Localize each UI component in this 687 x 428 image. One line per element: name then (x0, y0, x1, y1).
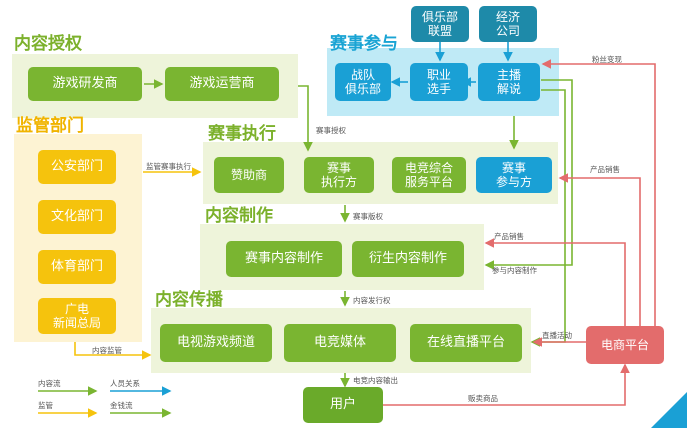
node-derivative-production[interactable]: 衍生内容制作 (352, 241, 464, 277)
node-ecommerce[interactable]: 电商平台 (586, 326, 664, 364)
node-sports[interactable]: 体育部门 (38, 250, 116, 284)
node-game-developer[interactable]: 游戏研发商 (28, 67, 142, 101)
node-game-operator[interactable]: 游戏运营商 (165, 67, 279, 101)
edge-sell-goods (383, 363, 630, 406)
section-title-content-auth: 内容授权 (14, 34, 82, 54)
section-title-participants: 赛事参与 (330, 34, 398, 54)
node-club-league[interactable]: 俱乐部 联盟 (411, 6, 469, 42)
legend-supervision: 监管 (38, 401, 53, 410)
node-esports-media[interactable]: 电竞媒体 (284, 324, 396, 362)
label-content-participate: 参与内容制作 (492, 266, 537, 275)
node-event-production[interactable]: 赛事内容制作 (226, 241, 342, 277)
node-sponsor[interactable]: 赞助商 (214, 157, 284, 193)
label-product-sales-2: 产品销售 (494, 232, 524, 241)
section-title-production: 内容制作 (205, 206, 273, 226)
node-user[interactable]: 用户 (303, 387, 383, 423)
edge-product-sales-1 (558, 173, 641, 330)
node-live-platform[interactable]: 在线直播平台 (410, 324, 522, 362)
legend-people: 人员关系 (110, 379, 140, 388)
legend-content-flow: 内容流 (38, 379, 61, 388)
node-brokerage[interactable]: 经济 公司 (479, 6, 537, 42)
node-police[interactable]: 公安部门 (38, 150, 116, 184)
label-product-sales-1: 产品销售 (590, 165, 620, 174)
node-tv-channel[interactable]: 电视游戏频道 (160, 324, 272, 362)
edge-event-auth (298, 85, 313, 152)
legend-money: 金钱流 (110, 401, 133, 410)
node-platform[interactable]: 电竞综合 服务平台 (392, 157, 466, 193)
section-title-execution: 赛事执行 (208, 124, 276, 144)
edge-fan-monetize (541, 59, 656, 330)
node-executor[interactable]: 赛事 执行方 (304, 157, 374, 193)
edge-content-supervise (74, 342, 152, 360)
label-sell-goods: 贩卖商品 (468, 394, 498, 403)
node-team-club[interactable]: 战队 俱乐部 (335, 63, 391, 101)
label-fan-monetize: 粉丝变现 (592, 55, 622, 64)
edge-anchor-live (530, 89, 566, 347)
node-pro-player[interactable]: 职业 选手 (410, 63, 468, 101)
node-anchor[interactable]: 主播 解说 (478, 63, 540, 101)
label-distribution-right: 内容发行权 (353, 296, 391, 305)
label-live-activity: 直播活动 (542, 331, 572, 340)
node-sarft[interactable]: 广电 新闻总局 (38, 298, 116, 334)
section-title-distribution: 内容传播 (155, 290, 223, 310)
label-supervise-exec: 监管赛事执行 (146, 162, 191, 171)
label-content-supervise: 内容监管 (92, 346, 122, 355)
label-output: 电竞内容输出 (353, 376, 398, 385)
edge-product-sales-2 (484, 238, 626, 330)
edge-anchor-content (484, 79, 573, 270)
node-participant[interactable]: 赛事 参与方 (476, 157, 552, 193)
corner-decoration (651, 392, 687, 428)
label-copyright: 赛事版权 (353, 212, 383, 221)
section-title-regulator: 监管部门 (16, 116, 84, 136)
node-culture[interactable]: 文化部门 (38, 200, 116, 234)
label-event-auth: 赛事授权 (316, 126, 346, 135)
